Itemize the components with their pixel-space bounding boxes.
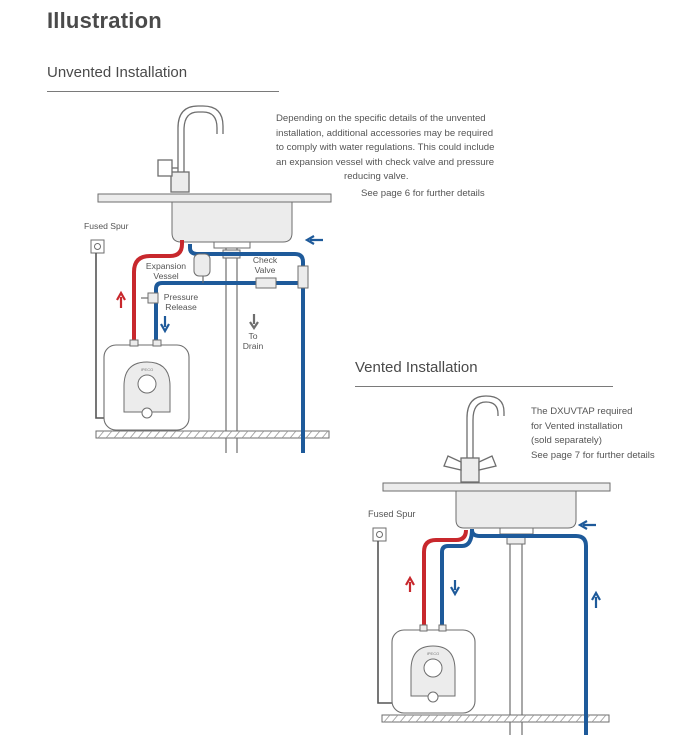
- vented-cold-feed-pipe: [440, 528, 474, 630]
- unvented-drain-pipe: [225, 248, 238, 453]
- expansion-vessel-label-line: Vessel: [153, 270, 179, 281]
- cold-flow-down-arrow-icon: [160, 316, 170, 334]
- unvented-note-line: an expansion vessel with check valve and…: [276, 156, 495, 168]
- unvented-diagram: IPECO: [90, 105, 332, 453]
- unvented-heading-rule: [47, 91, 279, 92]
- unvented-note-line: reducing valve.: [344, 171, 409, 183]
- vented-note-line: for Vented installation: [531, 420, 623, 432]
- vented-mains-inlet-arrow-icon: [577, 520, 596, 530]
- to-drain-label-line: To: [248, 331, 258, 341]
- unvented-fused-spur-label: Fused Spur: [84, 221, 129, 231]
- vented-drain-pipe: [509, 534, 523, 735]
- to-drain-label-line: Drain: [242, 340, 264, 351]
- unvented-fused-spur-switch-icon: [94, 243, 101, 250]
- vented-diagram: IPECO: [372, 395, 611, 735]
- pressure-release-label-line: Pressure: [163, 292, 199, 302]
- unvented-heater-brand: IPECO: [141, 367, 153, 372]
- expansion-vessel: [193, 253, 211, 277]
- vented-note-line: (sold separately): [531, 435, 602, 447]
- unvented-sink-waste: [213, 241, 251, 249]
- vented-note-line: See page 7 for further details: [531, 449, 655, 461]
- vented-hot-flow-up-arrow-icon: [405, 575, 415, 592]
- unvented-note-line: to comply with water regulations. This c…: [276, 142, 495, 154]
- hot-flow-up-arrow-icon: [116, 290, 126, 308]
- vented-note: The DXUVTAP required for Vented installa…: [531, 405, 686, 463]
- pressure-reducing-valve: [297, 265, 309, 289]
- vented-note-line: The DXUVTAP required: [531, 406, 633, 417]
- vented-fused-spur-box: [372, 527, 387, 542]
- unvented-heater-indicator-icon: [141, 407, 153, 419]
- vented-water-heater: IPECO: [391, 624, 476, 714]
- unvented-cold-supply-pipe: [188, 244, 305, 453]
- vented-worktop: [382, 482, 611, 492]
- unvented-water-heater: IPECO: [103, 339, 190, 431]
- unvented-page-ref: See page 6 for further details: [361, 188, 485, 199]
- unvented-heater-dial-icon: [137, 374, 157, 394]
- vented-fused-spur-switch-icon: [376, 531, 383, 538]
- vented-sink-waste: [499, 527, 534, 535]
- vented-cold-supply-pipe: [470, 529, 588, 735]
- unvented-sink-bowl: [171, 201, 293, 243]
- vented-floor: [381, 714, 610, 723]
- expansion-vessel-label-line: Expansion: [145, 261, 187, 271]
- unvented-heading: Unvented Installation: [47, 64, 188, 81]
- drain-down-arrow-icon: [249, 314, 259, 330]
- vented-heater-indicator-icon: [427, 691, 439, 703]
- expansion-vessel-label: Expansion Vessel: [143, 261, 189, 281]
- vented-pillar-tap: [443, 395, 505, 483]
- pressure-release-label-line: Release: [165, 301, 197, 312]
- vented-power-cable: [377, 541, 392, 704]
- vented-hot-pipe: [422, 529, 468, 630]
- pressure-release-label: Pressure Release: [161, 292, 201, 312]
- check-valve-label-line: Check: [252, 255, 278, 265]
- vented-heater-dial-icon: [423, 658, 443, 678]
- vented-fused-spur-label: Fused Spur: [368, 509, 416, 519]
- unvented-fused-spur-box: [90, 239, 105, 254]
- unvented-power-cable: [95, 253, 105, 419]
- unvented-mixer-tap: [157, 105, 224, 193]
- pressure-release-valve: [147, 292, 159, 304]
- unvented-note-line: Depending on the specific details of the…: [276, 113, 486, 124]
- check-valve-label: Check Valve: [248, 255, 282, 275]
- vented-sink-bowl: [455, 490, 577, 529]
- to-drain-label: To Drain: [238, 331, 268, 351]
- mains-inlet-arrow-icon: [304, 235, 323, 245]
- vented-heater-brand: IPECO: [427, 651, 439, 656]
- page-title: Illustration: [47, 8, 162, 33]
- check-valve-label-line: Valve: [254, 264, 276, 275]
- vented-floor-hatch: [383, 714, 607, 723]
- unvented-note-line: installation, additional accessories may…: [276, 127, 494, 139]
- check-valve: [255, 277, 277, 289]
- vented-heading: Vented Installation: [355, 359, 478, 376]
- unvented-cold-feed-pipe: [154, 281, 303, 348]
- vented-mains-up-arrow-icon: [591, 590, 601, 608]
- unvented-worktop: [97, 193, 332, 203]
- vented-heading-rule: [355, 386, 613, 387]
- vented-cold-flow-down-arrow-icon: [450, 580, 460, 597]
- unvented-hot-pipe: [132, 240, 184, 348]
- unvented-note: Depending on the specific details of the…: [276, 112, 576, 185]
